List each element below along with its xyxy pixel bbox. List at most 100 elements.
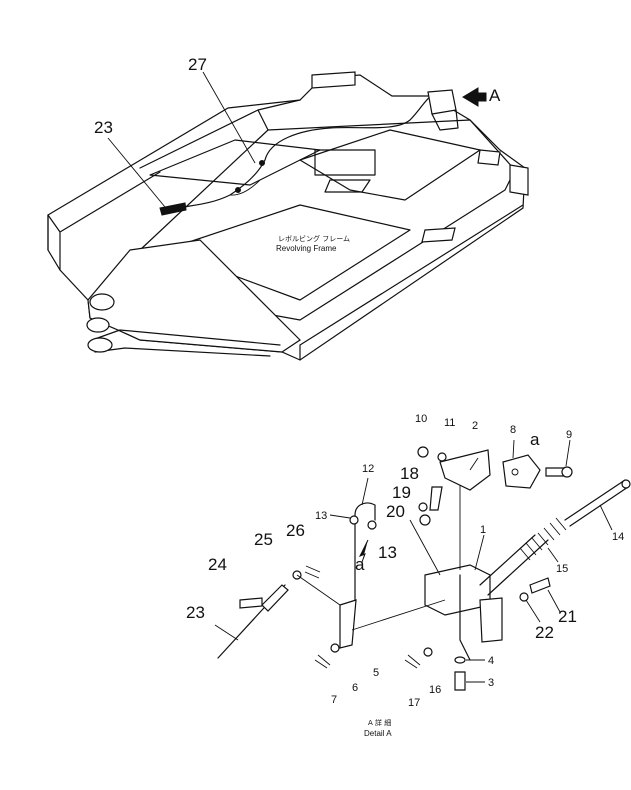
boom-bracket	[87, 239, 301, 353]
frame-caption-jp: レボルビング フレーム	[278, 234, 350, 243]
frame-caption-en: Revolving Frame	[276, 244, 337, 253]
leader-20	[409, 519, 441, 576]
leader-22	[525, 599, 541, 623]
pin-26	[304, 565, 321, 579]
callout-23: 23	[186, 603, 205, 622]
frame-box	[314, 149, 376, 193]
callout-19: 19	[392, 483, 411, 502]
switch-cover	[439, 449, 491, 491]
switch-box	[427, 89, 457, 115]
leader-9	[565, 439, 571, 467]
callout-13a: 13	[315, 510, 327, 522]
callout-24: 24	[208, 555, 227, 574]
callout-2: 2	[472, 420, 478, 432]
washer-4	[454, 656, 466, 664]
detail-a-view: 1 2 3 4 5 6 7 8 9 10 11 12 13 13 14 15 1…	[186, 413, 631, 738]
switch-hole	[511, 468, 519, 476]
lever-stub	[159, 202, 187, 216]
callout-1: 1	[480, 524, 486, 536]
callout-22: 22	[535, 623, 554, 642]
callout-21: 21	[558, 607, 577, 626]
leader-8	[512, 439, 515, 459]
nut-20	[419, 514, 431, 526]
frame-front-edge	[47, 171, 524, 361]
pin-17	[404, 654, 421, 669]
nut-10	[417, 446, 429, 458]
callout-18: 18	[400, 464, 419, 483]
pin-7	[314, 654, 331, 669]
bolt-9	[545, 467, 565, 477]
sub-label-a1: a	[530, 430, 540, 449]
callout-6: 6	[352, 682, 358, 694]
callout-15: 15	[556, 563, 568, 575]
detail-caption-en: Detail A	[364, 729, 392, 738]
leader-27	[202, 71, 256, 164]
leader-25	[296, 574, 341, 606]
callout-7: 7	[331, 694, 337, 706]
callout-8: 8	[510, 424, 516, 436]
boom-pin-3	[87, 337, 113, 353]
cable-23-end	[261, 584, 289, 612]
leader-15	[547, 547, 559, 563]
callout-5: 5	[373, 667, 379, 679]
clip-13b	[367, 520, 377, 530]
callout-14: 14	[612, 531, 624, 543]
callout-13b: 13	[378, 543, 397, 562]
cable-clip-2	[235, 187, 241, 193]
arrow-a-13	[358, 539, 369, 563]
cable-harness	[167, 94, 433, 211]
washer-11	[437, 452, 447, 462]
leader-23	[214, 624, 239, 641]
lever-rod-12	[354, 502, 376, 606]
bolt-24	[239, 597, 263, 609]
link-rod	[351, 599, 446, 631]
frame-tab-side	[477, 149, 501, 166]
leader-12	[361, 477, 369, 506]
detail-arrow-label: A	[489, 86, 501, 105]
main-bracket-side	[479, 597, 503, 643]
washer-16	[423, 647, 433, 657]
revolving-frame-view: A レボルビング フレーム Revolving Frame 27 23	[47, 55, 529, 361]
frame-tab-top	[311, 71, 356, 89]
callout-11: 11	[444, 417, 455, 429]
washer-19	[418, 502, 428, 512]
bolt-18	[429, 486, 443, 511]
leader-21	[547, 589, 561, 613]
washer-6	[330, 643, 340, 653]
leader-1	[474, 534, 485, 571]
bolt-21	[529, 577, 551, 594]
callout-16: 16	[429, 684, 441, 696]
callout-20: 20	[386, 502, 405, 521]
leader-23-top	[107, 137, 166, 208]
detail-arrow	[462, 87, 487, 107]
callout-3: 3	[488, 677, 494, 689]
bolt-9-head	[561, 466, 573, 478]
leader-13a	[329, 514, 351, 519]
callout-9: 9	[566, 429, 572, 441]
callout-27: 27	[188, 55, 207, 74]
sub-label-a2: a	[355, 555, 365, 574]
leader-2	[469, 457, 479, 471]
callout-17: 17	[408, 697, 420, 709]
frame-tab-right	[509, 164, 529, 196]
washer-22	[519, 592, 529, 602]
switch-mount	[431, 109, 459, 131]
callout-12: 12	[362, 463, 374, 475]
cable-clip-1	[259, 160, 265, 166]
callout-4: 4	[488, 655, 494, 667]
frame-plate-right	[299, 129, 481, 201]
detail-caption-jp: A 詳 細	[368, 718, 391, 727]
cable-branch	[229, 179, 261, 196]
spring-coils	[519, 517, 567, 561]
main-bracket-web	[459, 574, 471, 661]
frame-tab-bottom	[421, 227, 456, 243]
link-plate-5	[339, 599, 357, 649]
callout-23-top: 23	[94, 118, 113, 137]
spring-rod	[564, 479, 629, 527]
bolt-3	[454, 671, 466, 691]
boom-pin-1	[89, 293, 115, 311]
callout-25: 25	[254, 530, 273, 549]
frame-plate-center	[164, 204, 411, 301]
boom-pin-2	[86, 317, 110, 333]
